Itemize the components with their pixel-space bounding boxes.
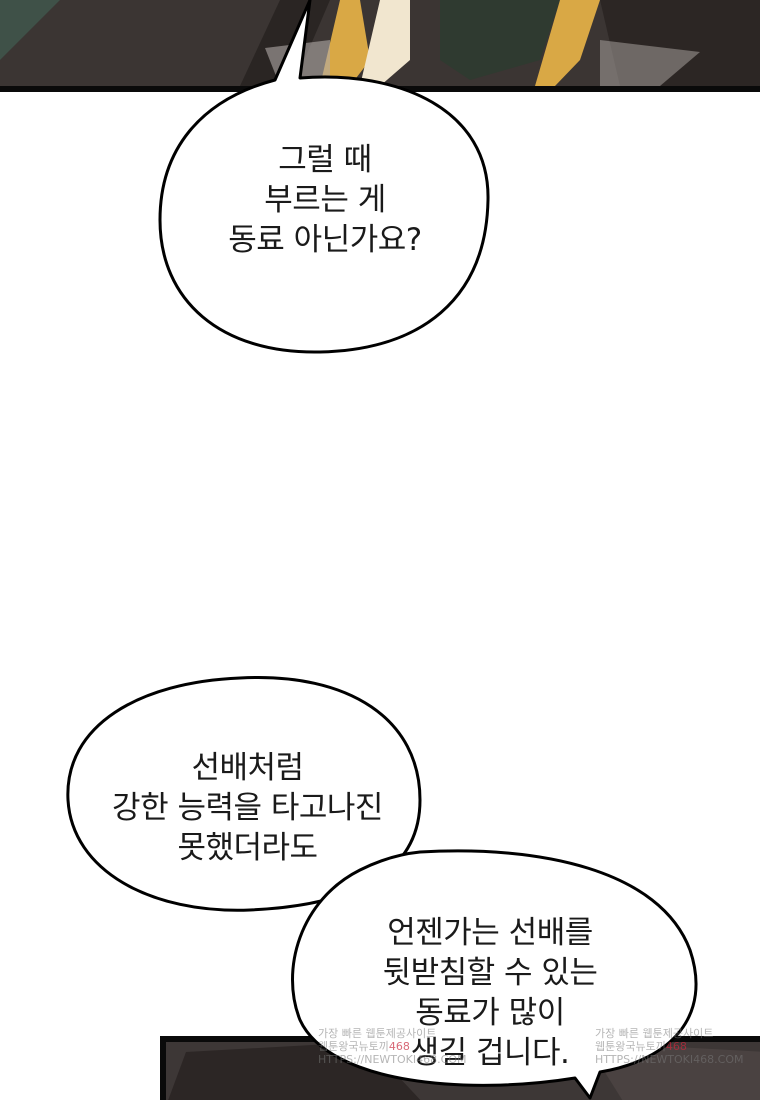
bubble-line: 동료가 많이	[415, 995, 565, 1031]
bubble-line: 동료 아닌가요?	[228, 222, 422, 258]
speech-bubble-2-text: 선배처럼 강한 능력을 타고나진 못했더라도	[70, 748, 425, 868]
bubble-line: 선배처럼	[191, 750, 304, 786]
watermark-right: 가장 빠른 웹툰제공사이트 웹툰왕국뉴토끼468 HTTPS://NEWTOKI…	[595, 1027, 743, 1066]
speech-bubble-3-text: 언젠가는 선배를 뒷받침할 수 있는 동료가 많이 생길 겁니다.	[340, 913, 640, 1073]
watermark-tagline: 가장 빠른 웹툰제공사이트	[595, 1027, 714, 1040]
bubble-line: 언젠가는 선배를	[387, 915, 593, 951]
gold-trim-right	[535, 0, 600, 86]
speech-bubble-1-text: 그럴 때 부르는 게 동료 아닌가요?	[180, 140, 470, 260]
bubble-line: 뒷받침할 수 있는	[382, 955, 598, 991]
watermark-url: HTTPS://NEWTOKI468.COM	[318, 1053, 467, 1066]
watermark-left: 가장 빠른 웹툰제공사이트 웹툰왕국뉴토끼468 HTTPS://NEWTOKI…	[318, 1027, 466, 1066]
inner-garment	[440, 0, 560, 80]
speech-bubble-2	[66, 675, 422, 912]
top-panel-artwork	[0, 0, 760, 86]
bubble-line: 그럴 때	[278, 142, 372, 178]
bubble-line: 강한 능력을 타고나진	[112, 790, 383, 826]
bubble-line: 생길 겁니다.	[410, 1035, 570, 1071]
bubble-line: 못했더라도	[177, 830, 318, 866]
watermark-site-name: 웹툰왕국뉴토끼468	[318, 1040, 410, 1053]
watermark-site-name: 웹툰왕국뉴토끼468	[595, 1040, 687, 1053]
gold-trim-left	[320, 0, 370, 86]
speech-bubble-3	[291, 849, 698, 1100]
watermark-url: HTTPS://NEWTOKI468.COM	[595, 1053, 744, 1066]
white-collar	[360, 0, 410, 86]
top-comic-panel	[0, 0, 760, 92]
shoulder-armor-right	[600, 40, 700, 86]
speech-bubble-1	[158, 0, 490, 354]
watermark-tagline: 가장 빠른 웹툰제공사이트	[318, 1027, 437, 1040]
bubble-line: 부르는 게	[264, 182, 386, 218]
